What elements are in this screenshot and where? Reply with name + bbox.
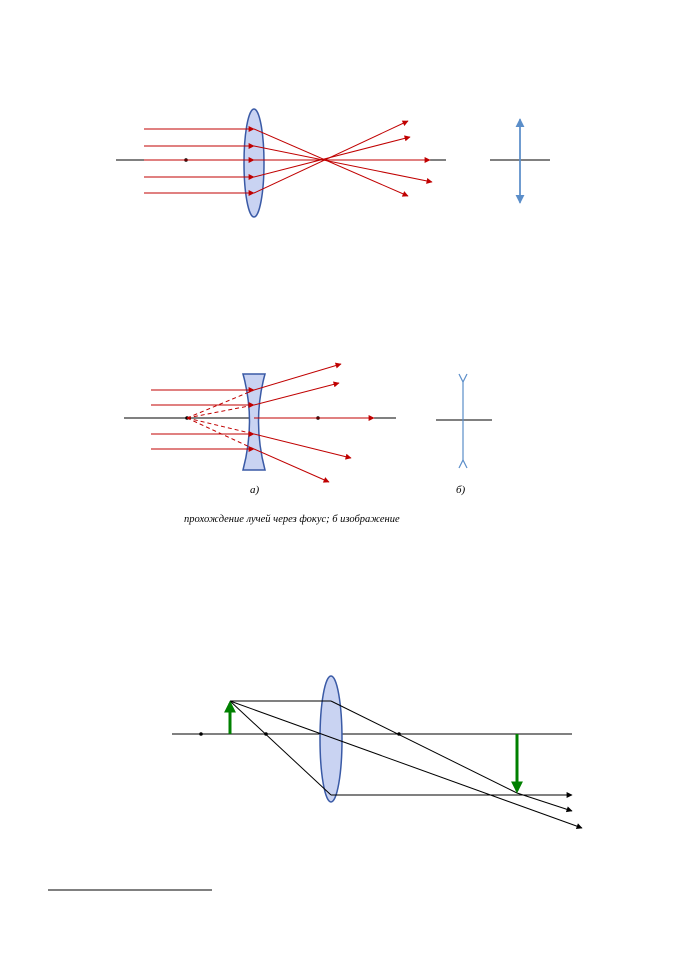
virtual-ray-extension <box>186 404 255 419</box>
label-b: б) <box>456 484 466 496</box>
refracted-ray <box>253 120 409 194</box>
converging-lens <box>319 675 343 803</box>
ray-through-front-focus <box>229 700 332 796</box>
refracted-ray <box>253 448 330 483</box>
diverging-lens <box>242 373 266 471</box>
refracted-ray <box>253 362 342 391</box>
diverging-lens-symbol <box>458 373 468 469</box>
image-formation-figure <box>172 675 583 829</box>
refracted-ray <box>253 145 433 184</box>
converging-lens-figure <box>116 108 550 218</box>
virtual-ray-extension <box>186 417 255 450</box>
ray-through-center <box>229 700 583 829</box>
virtual-ray-extension <box>186 417 255 435</box>
focal-point <box>199 732 203 736</box>
refracted-ray <box>253 381 340 406</box>
figure-caption: прохождение лучей через фокус; б изображ… <box>184 514 400 525</box>
diverging-lens-figure <box>124 362 492 483</box>
ray-extended <box>516 792 573 813</box>
converging-lens <box>243 108 265 218</box>
refracted-ray <box>253 128 409 197</box>
virtual-ray-extension <box>186 389 255 419</box>
refracted-ray <box>253 433 352 460</box>
ray-through-focus <box>330 700 518 794</box>
label-a: а) <box>250 484 260 496</box>
